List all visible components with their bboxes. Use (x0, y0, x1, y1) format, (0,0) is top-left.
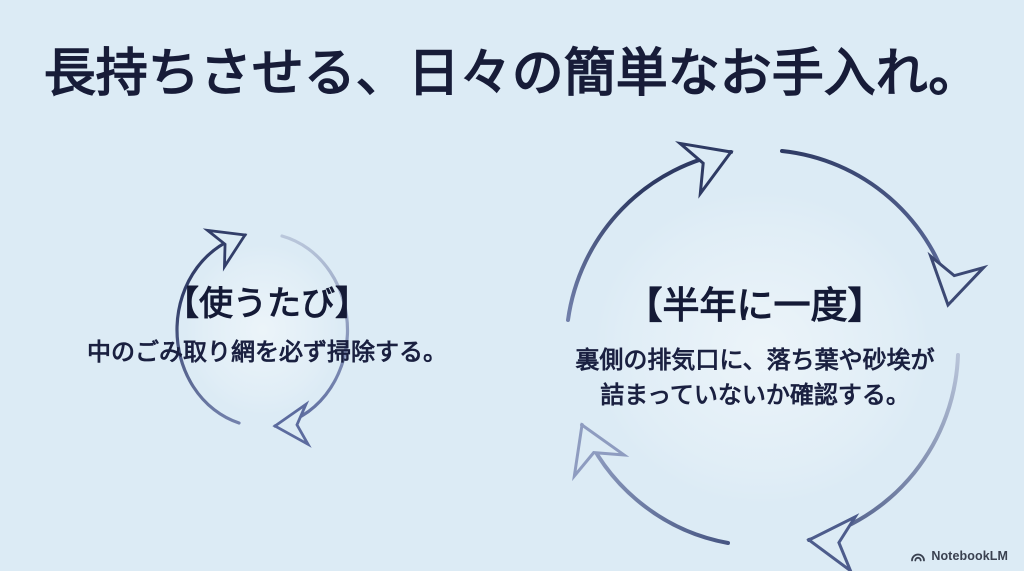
arrowhead-icon (202, 228, 248, 272)
cycle-desc-line-1: 裏側の排気口に、落ち葉や砂埃が (575, 347, 935, 374)
cycle-desc-every-use: 中のごみ取り網を必ず掃除する。 (87, 339, 447, 366)
cycle-heading-every-use: 【使うたび】 (165, 285, 369, 323)
slide-title: 長持ちさせる、日々の簡単なお手入れ。 (43, 45, 981, 103)
cycle-block-every-six-months: 【半年に一度】 裏側の排気口に、落ち葉や砂埃が 詰まっていないか確認する。 (528, 283, 982, 413)
arrowhead-icon (675, 141, 734, 199)
large-cycle-glow (592, 190, 932, 506)
arrowhead-icon (572, 422, 630, 482)
cycle-heading-every-six-months: 【半年に一度】 (625, 285, 885, 326)
every-use-cycle-arrows-icon (175, 228, 350, 448)
notebooklm-logo-icon (911, 553, 926, 561)
semiannual-cycle-arrows-icon (566, 141, 989, 571)
cycle-block-every-use: 【使うたび】 中のごみ取り網を必ず掃除する。 (40, 284, 494, 368)
cycle-desc-line-2: 詰まっていないか確認する。 (600, 382, 910, 409)
arrowhead-icon (806, 513, 860, 571)
cycle-desc-every-six-months: 裏側の排気口に、落ち葉や砂埃が 詰まっていないか確認する。 (528, 343, 982, 413)
watermark: NotebookLM (910, 549, 1008, 563)
cycle-arc (175, 233, 247, 425)
watermark-label: NotebookLM (931, 549, 1008, 563)
arrowhead-icon (927, 251, 989, 308)
arrowhead-icon (272, 400, 312, 448)
cycle-arc (273, 234, 350, 428)
small-cycle-glow (185, 244, 341, 416)
